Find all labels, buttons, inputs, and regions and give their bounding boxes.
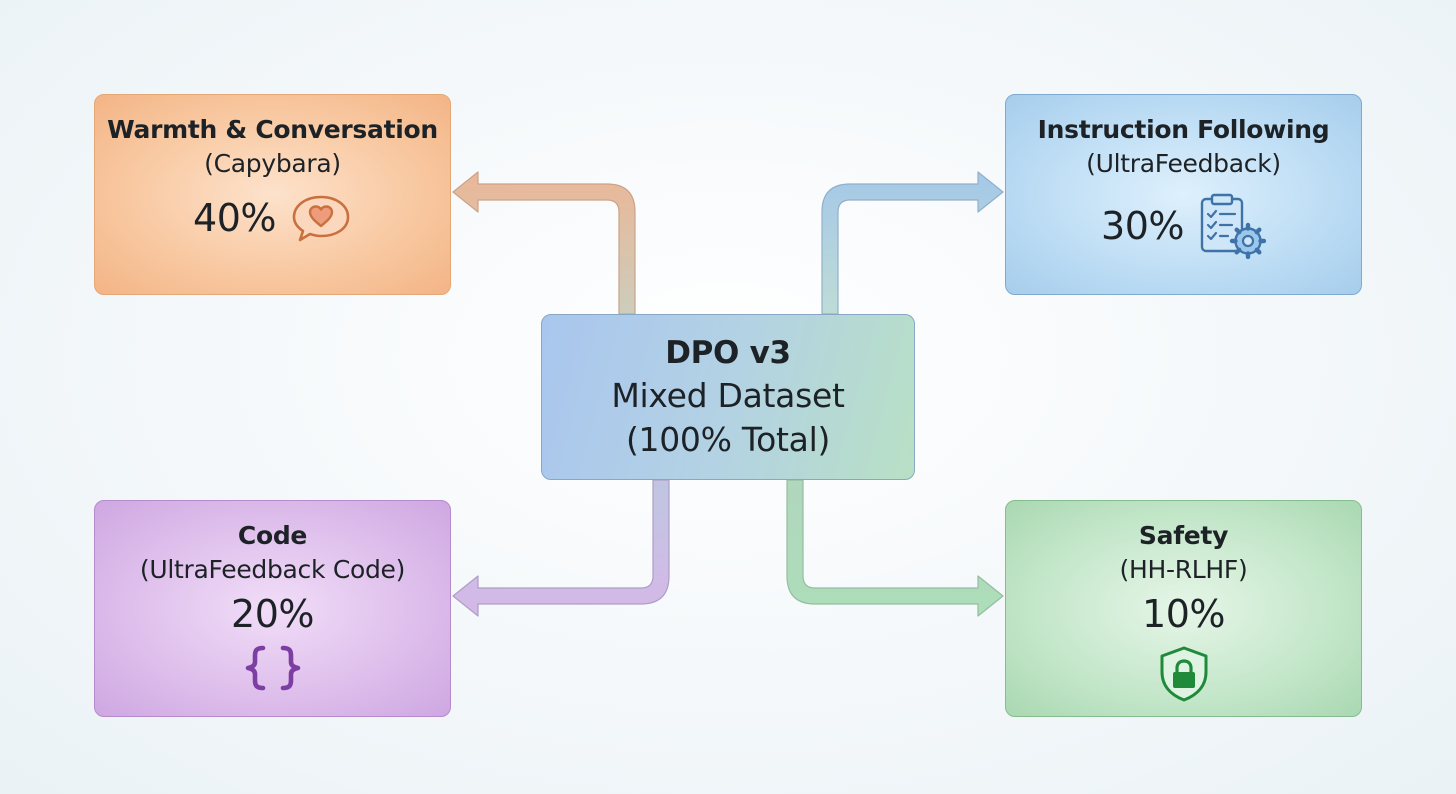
- instruction-source: (UltraFeedback): [1086, 149, 1281, 178]
- safety-percent: 10%: [1142, 592, 1225, 636]
- code-source: (UltraFeedback Code): [139, 555, 406, 584]
- code-percent: 20%: [231, 592, 314, 636]
- shield-lock-icon: [1157, 645, 1211, 703]
- heart-speech-bubble-icon: [290, 193, 352, 243]
- safety-title: Safety: [1138, 521, 1229, 550]
- instruction-following-box: Instruction Following (UltraFeedback) 30…: [1005, 94, 1362, 295]
- center-subtitle: Mixed Dataset: [611, 376, 845, 415]
- arrow-to-safety: [786, 479, 1004, 617]
- code-title: Code: [237, 521, 308, 550]
- warmth-title: Warmth & Conversation: [107, 115, 438, 144]
- instruction-title: Instruction Following: [1037, 115, 1330, 144]
- curly-braces-icon: [243, 643, 303, 693]
- warmth-percent: 40%: [193, 196, 276, 240]
- instruction-percent: 30%: [1101, 204, 1184, 248]
- center-total: (100% Total): [625, 420, 831, 459]
- arrow-to-code: [452, 479, 670, 617]
- warmth-source: (Capybara): [204, 149, 341, 178]
- code-box: Code (UltraFeedback Code) 20%: [94, 500, 451, 717]
- dpo-mixed-dataset-box: DPO v3 Mixed Dataset (100% Total): [541, 314, 915, 480]
- clipboard-checklist-gear-icon: [1198, 193, 1267, 260]
- center-title: DPO v3: [665, 335, 791, 371]
- safety-box: Safety (HH-RLHF) 10%: [1005, 500, 1362, 717]
- arrow-to-warmth: [452, 171, 636, 315]
- arrow-to-instruction: [821, 171, 1004, 315]
- warmth-conversation-box: Warmth & Conversation (Capybara) 40%: [94, 94, 451, 295]
- safety-source: (HH-RLHF): [1119, 555, 1248, 584]
